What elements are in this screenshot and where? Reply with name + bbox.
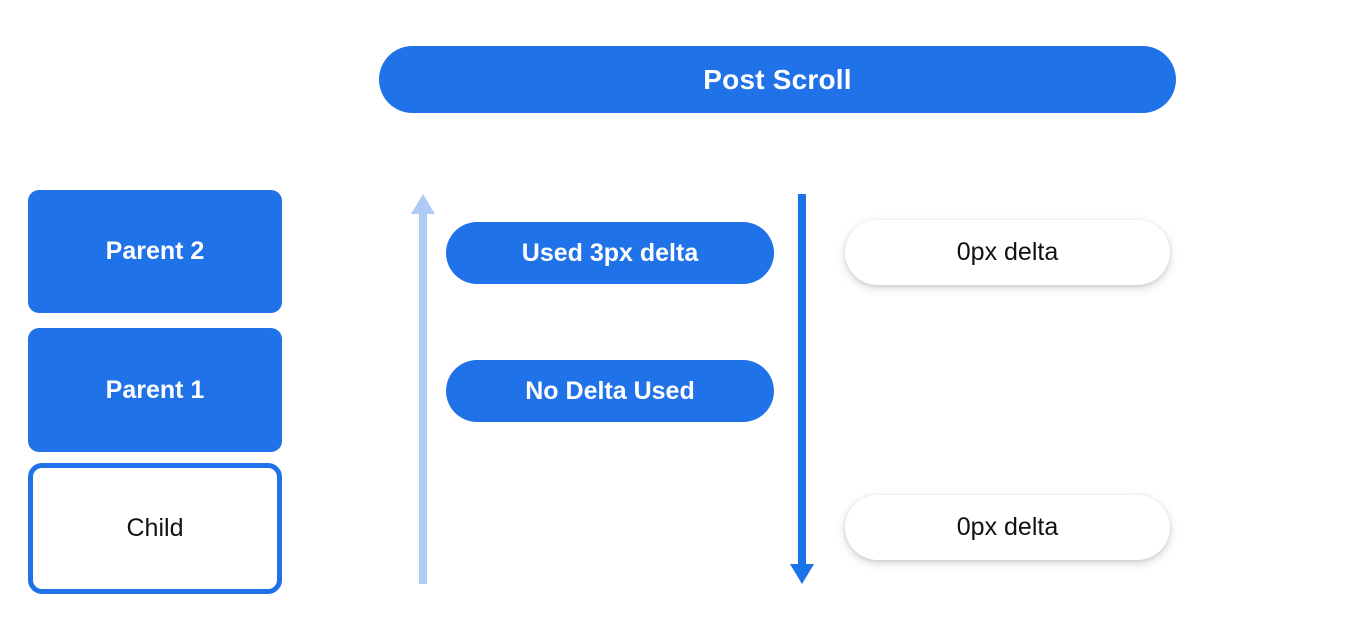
- node-parent-1: Parent 1: [28, 328, 282, 452]
- pill-no-delta-used-label: No Delta Used: [525, 376, 695, 405]
- pill-zero-delta-top: 0px delta: [845, 220, 1170, 285]
- pill-no-delta-used: No Delta Used: [446, 360, 774, 422]
- pill-zero-delta-bottom: 0px delta: [845, 495, 1170, 560]
- arrow-up-icon: [410, 194, 436, 584]
- banner-title: Post Scroll: [703, 63, 852, 95]
- node-parent-1-label: Parent 1: [105, 375, 205, 404]
- pill-zero-delta-bottom-label: 0px delta: [956, 513, 1059, 541]
- arrow-up-head: [411, 194, 435, 214]
- pill-used-3px-delta-label: Used 3px delta: [521, 238, 699, 267]
- arrow-down-icon: [789, 194, 815, 584]
- node-child-label: Child: [126, 514, 184, 542]
- pill-zero-delta-top-label: 0px delta: [956, 238, 1059, 266]
- node-child: Child: [28, 463, 282, 594]
- post-scroll-banner: Post Scroll: [379, 46, 1176, 113]
- node-parent-2: Parent 2: [28, 190, 282, 313]
- arrow-up-shaft: [419, 212, 427, 584]
- arrow-down-shaft: [798, 194, 806, 566]
- pill-used-3px-delta: Used 3px delta: [446, 222, 774, 284]
- node-parent-2-label: Parent 2: [105, 237, 205, 265]
- arrow-down-head: [790, 564, 814, 584]
